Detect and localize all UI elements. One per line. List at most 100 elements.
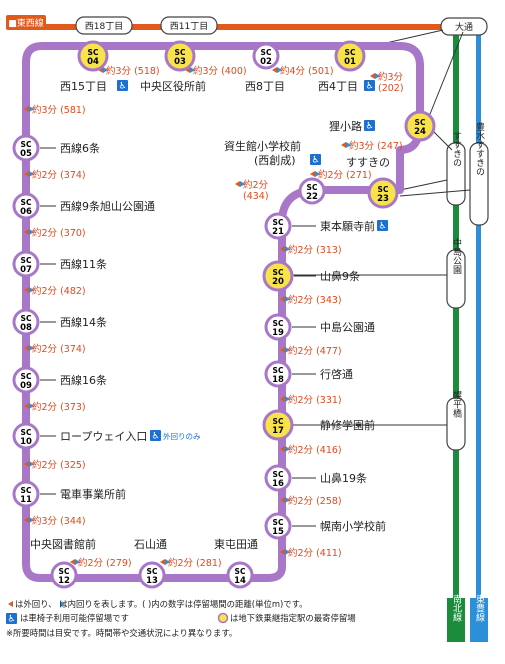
tozai-line-label: ■東西線 — [8, 17, 44, 29]
svg-text:♿: ♿ — [378, 222, 386, 232]
legend-line2: は車椅子利用可能停留場です — [20, 613, 129, 623]
wheelchair-icon — [117, 80, 128, 91]
stop-name: 資生館小学校前(西創成) — [224, 139, 301, 167]
inner-arrow-icon — [60, 601, 65, 607]
inner-arrow-icon — [285, 549, 290, 555]
inner-arrow-icon — [29, 106, 34, 112]
stop-marker — [264, 212, 292, 240]
stop-marker — [264, 313, 292, 341]
segment-s17: 約2分 (331) — [288, 394, 342, 406]
stop-code-prefix: SC — [21, 372, 32, 381]
stop-marker — [264, 360, 292, 388]
stop-code: 22 — [306, 192, 318, 202]
wheelchair-icon — [310, 154, 321, 165]
stop-code-prefix: SC — [273, 366, 284, 375]
stop-name: 西線14条 — [60, 315, 107, 329]
stop-code: 04 — [87, 57, 99, 67]
stop-code: 21 — [272, 227, 284, 237]
stop-marker — [12, 308, 40, 336]
stop-marker — [264, 464, 292, 492]
stop-code-prefix: SC — [261, 48, 272, 57]
svg-text:♿: ♿ — [118, 82, 126, 92]
outer-arrow-icon — [280, 246, 285, 252]
metro-susukino: すすきの — [451, 131, 462, 167]
stop-code: 14 — [234, 576, 246, 586]
segment-s06: 約2分 (370) — [32, 227, 86, 239]
wheelchair-icon — [377, 220, 388, 231]
metro-odori: 大通 — [455, 21, 473, 33]
wheelchair-icon — [364, 120, 375, 131]
stop-marker-subway — [367, 177, 399, 209]
stop-code-prefix: SC — [21, 256, 32, 265]
stop-name: 西線11条 — [60, 257, 107, 271]
stop-code-prefix: SC — [273, 319, 284, 328]
outer-arrow-icon — [8, 601, 13, 607]
inner-arrow-icon — [29, 171, 34, 177]
svg-text:♿: ♿ — [311, 156, 319, 166]
stop-code-prefix: SC — [21, 140, 32, 149]
stop-code-prefix: SC — [235, 567, 246, 576]
tozai-line-label-box — [6, 15, 46, 30]
stop-name: 行啓通 — [320, 367, 353, 381]
stop-marker-subway — [262, 260, 294, 292]
stop-extra-note: 外回りのみ — [163, 431, 201, 441]
inner-arrow-icon — [75, 559, 80, 565]
outer-arrow-icon — [24, 517, 29, 523]
outer-arrow-icon — [160, 559, 165, 565]
segment-s22: 約2分 (271) — [318, 169, 372, 181]
segment-s05: 約2分 (374) — [32, 169, 86, 181]
stop-marker — [12, 366, 40, 394]
outer-arrow-icon — [280, 446, 285, 452]
segment-s12: 約2分 (279) — [78, 557, 132, 569]
segment-s14: 約2分 (411) — [288, 547, 342, 559]
stop-marker — [264, 512, 292, 540]
inner-arrow-icon — [285, 497, 290, 503]
stop-code: 03 — [174, 57, 186, 67]
inner-arrow-icon — [285, 446, 290, 452]
stop-name: 幌南小学校前 — [320, 519, 386, 533]
inner-arrow-icon — [29, 229, 34, 235]
stop-marker — [12, 250, 40, 278]
stop-code-prefix: SC — [175, 48, 186, 57]
outer-arrow-icon — [280, 296, 285, 302]
stop-marker — [12, 192, 40, 220]
link-sc23-hosui — [399, 189, 471, 197]
segment-s02: 約3分 (400) — [193, 65, 247, 77]
stop-marker — [12, 422, 40, 450]
stop-code: 10 — [20, 437, 32, 447]
outer-arrow-icon — [24, 106, 29, 112]
stop-code: 01 — [344, 57, 356, 67]
stop-marker — [138, 561, 166, 589]
stop-name: 西線16条 — [60, 373, 107, 387]
stop-code-prefix: SC — [273, 218, 284, 227]
wheelchair-icon — [6, 613, 17, 624]
inner-arrow-icon — [315, 171, 320, 177]
segment-s18: 約2分 (477) — [288, 345, 342, 357]
outer-arrow-icon — [310, 171, 315, 177]
outer-arrow-icon — [280, 396, 285, 402]
